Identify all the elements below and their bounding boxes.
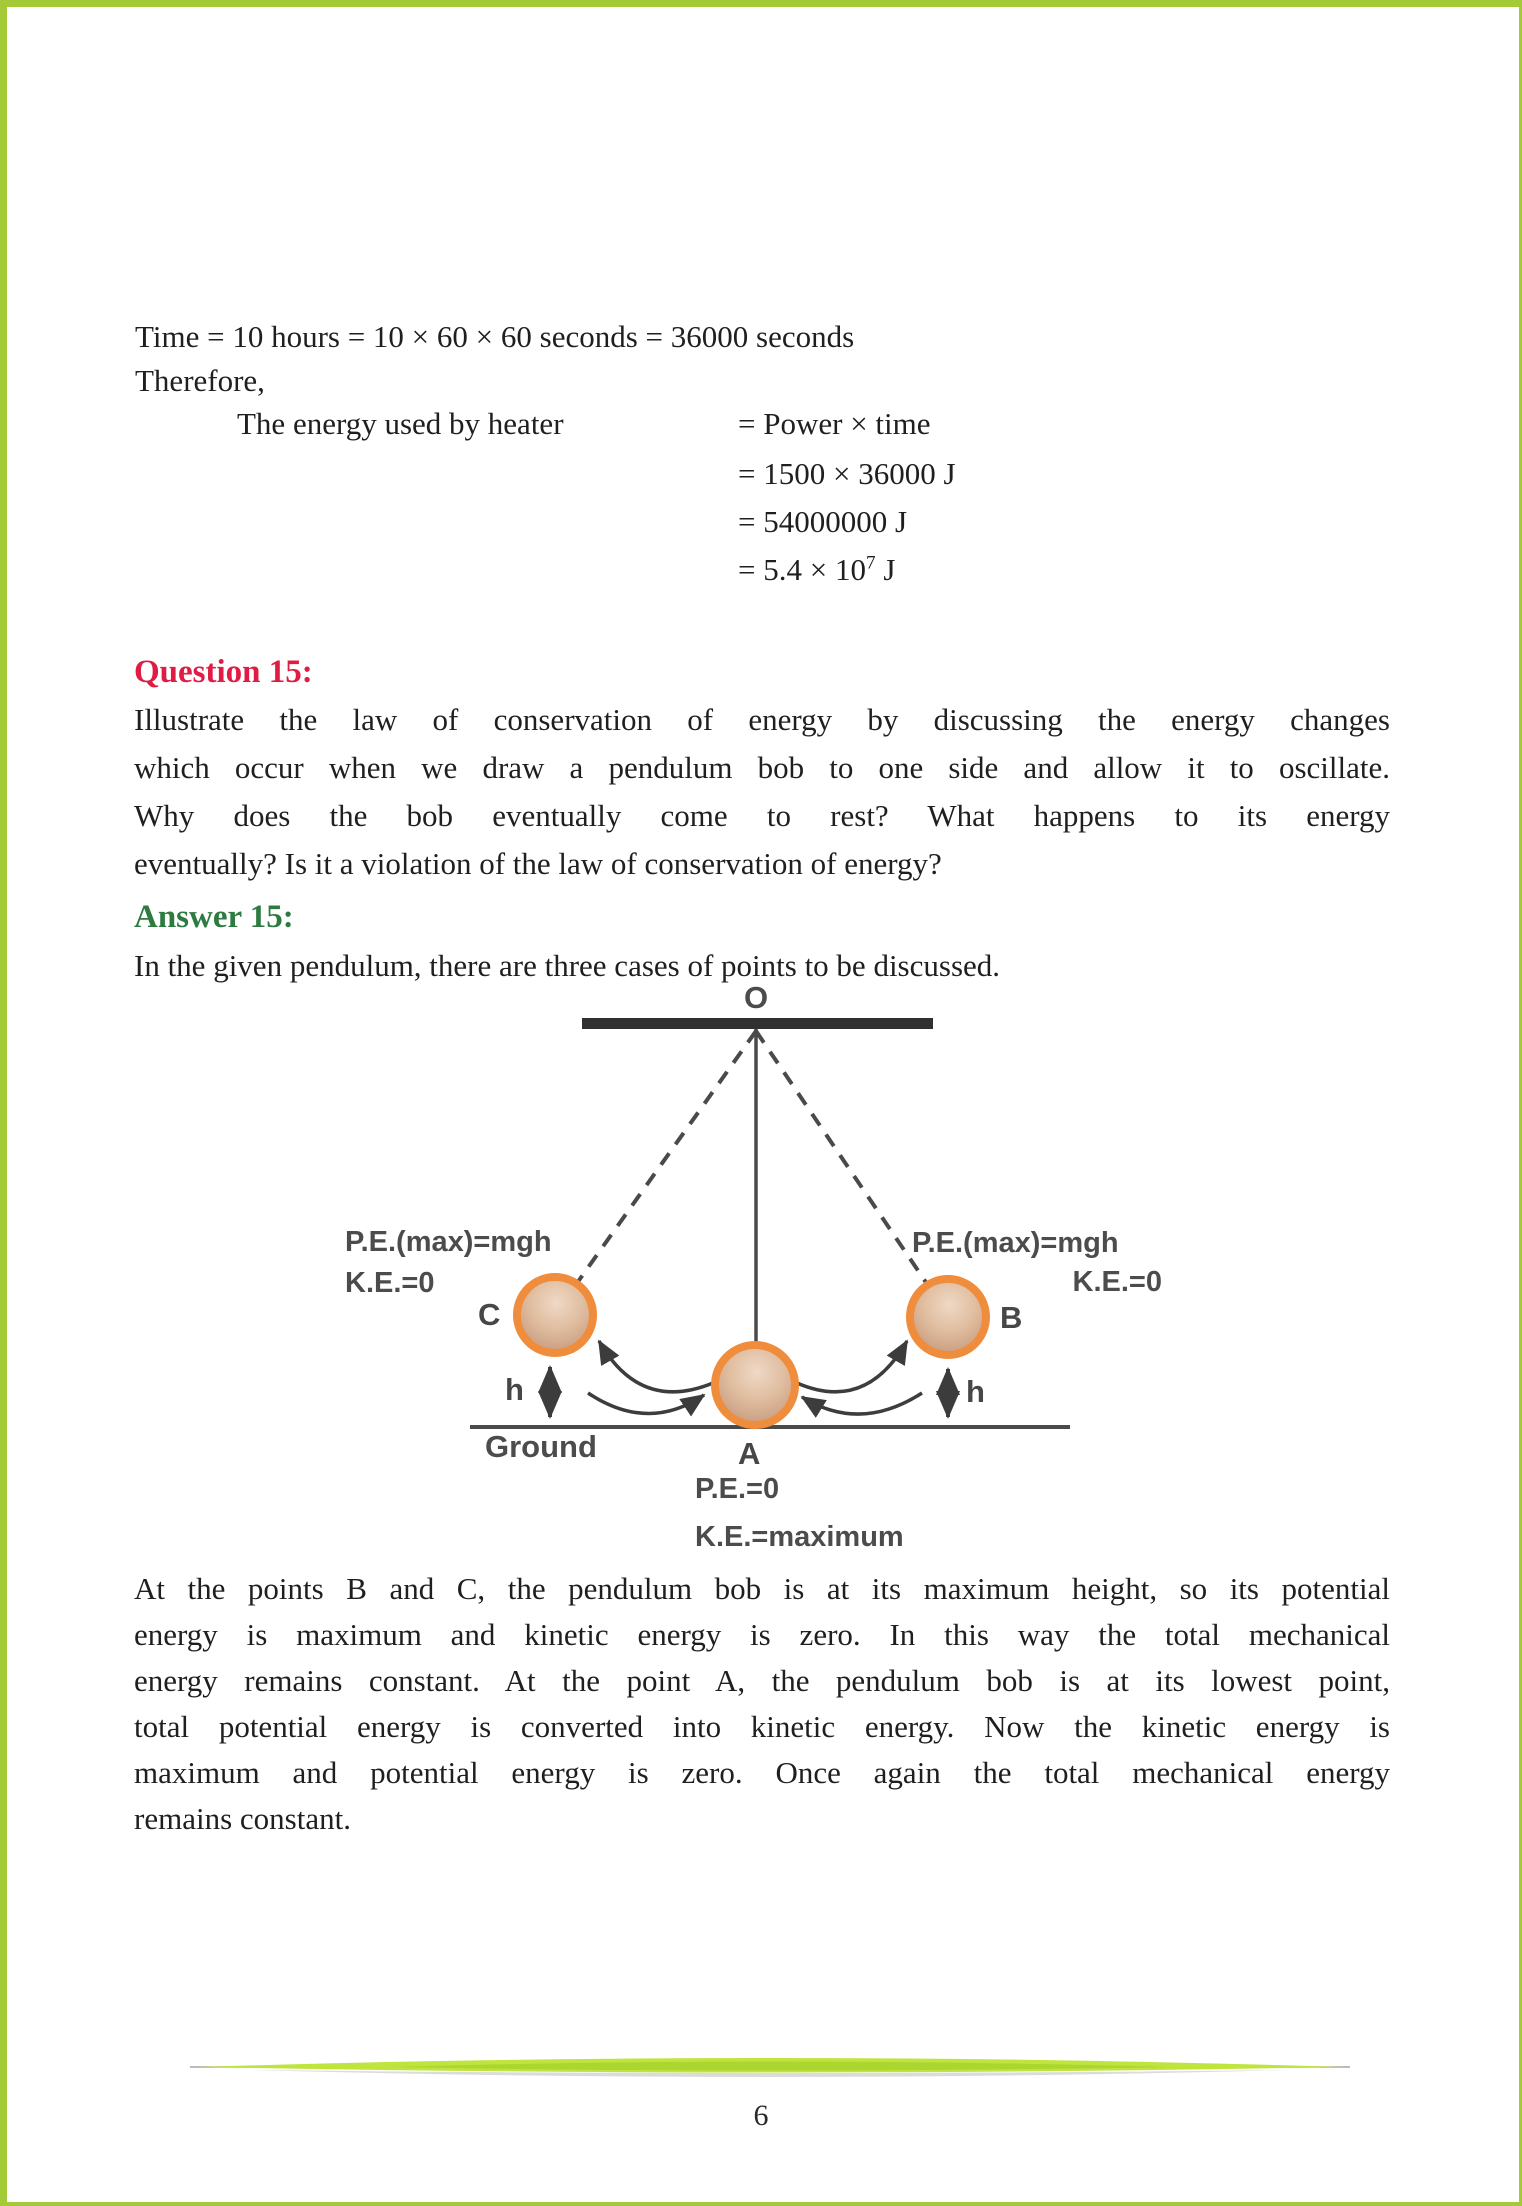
question-line-4: eventually? Is it a violation of the law… xyxy=(134,846,942,881)
page-number: 6 xyxy=(753,2099,769,2132)
dashed-string-left xyxy=(558,1029,758,1309)
pendulum-bob-a xyxy=(711,1341,799,1429)
ceiling-bar xyxy=(582,1018,933,1029)
pendulum-diagram xyxy=(470,1018,1070,1429)
calc-time-line: Time = 10 hours = 10 × 60 × 60 seconds =… xyxy=(135,319,855,354)
swing-arrow-right-to-a xyxy=(800,1391,923,1418)
calc-eq2: = 1500 × 36000 J xyxy=(738,456,956,491)
answer-heading: Answer 15: xyxy=(134,899,294,935)
calc-lhs: The energy used by heater xyxy=(237,406,564,441)
calc-eq3: = 54000000 J xyxy=(738,504,908,539)
calc-eq1: = Power × time xyxy=(738,406,931,441)
answer-para-line-6: remains constant. xyxy=(134,1801,351,1836)
answer-para-line-5: maximum and potential energy is zero. On… xyxy=(134,1755,1390,1790)
answer-intro: In the given pendulum, there are three c… xyxy=(134,948,1001,983)
height-label-left: h xyxy=(505,1372,524,1407)
ground-label: Ground xyxy=(485,1429,597,1464)
pe-max-label-left: P.E.(max)=mgh xyxy=(345,1226,552,1258)
question-line-2: which occur when we draw a pendulum bob … xyxy=(134,750,1390,785)
exponent: 7 xyxy=(865,552,876,574)
question-line-1: Illustrate the law of conservation of en… xyxy=(134,702,1390,737)
question-heading: Question 15: xyxy=(134,654,313,690)
calc-eq4: = 5.4 × 107 J xyxy=(738,552,896,587)
question-line-3: Why does the bob eventually come to rest… xyxy=(134,798,1390,833)
pendulum-bob-b xyxy=(906,1275,990,1359)
answer-para-line-4: total potential energy is converted into… xyxy=(134,1709,1390,1744)
pendulum-bob-c xyxy=(513,1273,597,1357)
answer-para-line-2: energy is maximum and kinetic energy is … xyxy=(134,1617,1390,1652)
footer-divider-swoosh xyxy=(190,2058,1350,2077)
ke-max-label-a: K.E.=maximum xyxy=(695,1521,904,1553)
pe-max-label-right: P.E.(max)=mgh xyxy=(912,1227,1119,1259)
height-label-right: h xyxy=(966,1374,985,1409)
swing-arrow-to-b xyxy=(796,1339,909,1394)
swing-arrow-to-c xyxy=(597,1339,714,1394)
pivot-label: O xyxy=(743,980,769,1015)
dashed-string-right xyxy=(754,1029,946,1311)
ke-zero-label-right: K.E.=0 xyxy=(1072,1266,1162,1298)
answer-para-line-1: At the points B and C, the pendulum bob … xyxy=(134,1571,1390,1606)
point-a-label: A xyxy=(738,1436,761,1471)
swing-arrow-left-to-a xyxy=(587,1391,706,1417)
point-c-label: C xyxy=(478,1297,501,1332)
calc-therefore: Therefore, xyxy=(135,363,265,398)
ke-zero-label-left: K.E.=0 xyxy=(345,1267,435,1299)
point-b-label: B xyxy=(1000,1300,1023,1335)
answer-para-line-3: energy remains constant. At the point A,… xyxy=(134,1663,1390,1698)
pe-zero-label-a: P.E.=0 xyxy=(695,1473,780,1505)
